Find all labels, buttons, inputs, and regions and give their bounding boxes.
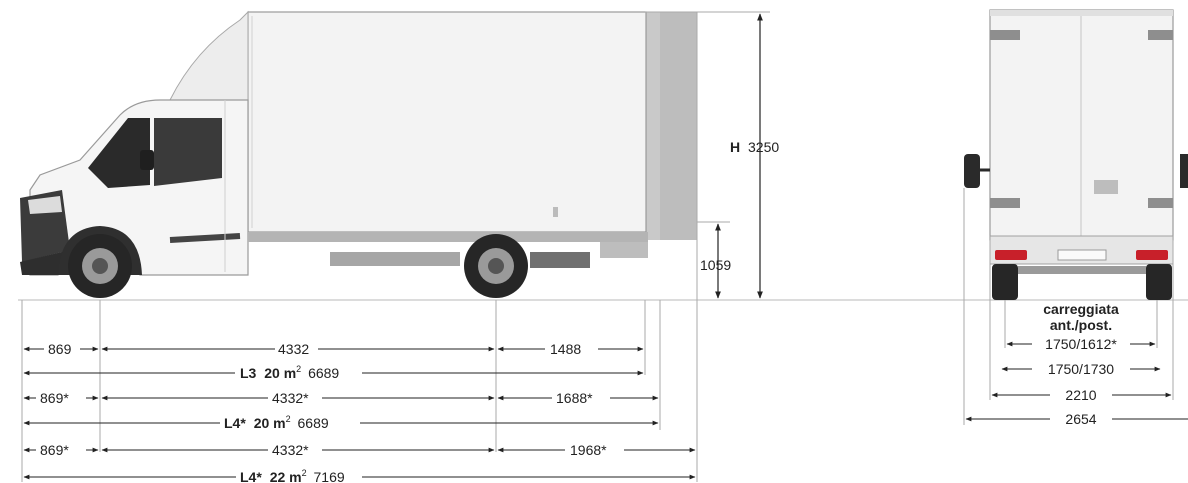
- hinge: [990, 30, 1020, 40]
- windshield: [88, 118, 150, 188]
- row3-front-overhang: 869*: [40, 442, 69, 458]
- box-latch: [553, 207, 558, 217]
- row1-total-prefix: L3: [240, 365, 257, 381]
- row2-rear-overhang: 1688*: [556, 390, 593, 406]
- track-label-line2: ant./post.: [1050, 317, 1112, 333]
- track-2: 1750/1730: [1048, 361, 1114, 377]
- rear-reference-lines: [963, 188, 1174, 425]
- fuel-tank: [330, 252, 460, 266]
- row3-total-prefix: L4*: [240, 469, 262, 483]
- rear-left-tyre: [992, 264, 1018, 300]
- dimension-row-3: 869* 4332* 1968* L4* 22 m2 7169: [23, 442, 696, 483]
- track-1: 1750/1612*: [1045, 336, 1117, 352]
- row3-wheelbase: 4332*: [272, 442, 309, 458]
- hinge: [1148, 30, 1173, 40]
- svg-text:H 3250: H 3250: [730, 139, 779, 155]
- side-mirror: [140, 150, 154, 170]
- row2-total-prefix: L4*: [224, 415, 246, 431]
- row1-front-overhang: 869: [48, 341, 72, 357]
- dimension-row-1: 869 4332 1488 L3 20 m2 6689: [23, 341, 644, 381]
- mirror-width: 2654: [1065, 411, 1096, 427]
- chassis-frame: [248, 232, 648, 242]
- row3-rear-overhang: 1968*: [570, 442, 607, 458]
- front-wheel: [68, 234, 132, 298]
- row2-superscript: 2: [286, 414, 291, 424]
- row2-front-overhang: 869*: [40, 390, 69, 406]
- row2-total-volume: 20 m: [254, 415, 286, 431]
- body-width: 2210: [1065, 387, 1096, 403]
- row2-total-length: 6689: [298, 415, 329, 431]
- dimension-row-2: 869* 4332* 1688* L4* 20 m2 6689: [23, 390, 659, 431]
- hinge: [990, 198, 1020, 208]
- chassis-height-dimension: 1059: [700, 223, 731, 299]
- row1-wheelbase: 4332: [278, 341, 309, 357]
- svg-text:L4* 22 m2 7169: L4* 22 m2 7169: [240, 463, 345, 483]
- roof-fairing: [169, 10, 249, 101]
- svg-text:L3 20 m2 6689: L3 20 m2 6689: [240, 359, 339, 381]
- row1-total-volume: 20 m: [264, 365, 296, 381]
- side-view-truck: [20, 10, 697, 298]
- row1-superscript: 2: [296, 364, 301, 374]
- right-taillight: [1136, 250, 1168, 260]
- row3-total-length: 7169: [314, 469, 345, 483]
- rear-view-truck: [964, 9, 1188, 300]
- chassis-height-value: 1059: [700, 257, 731, 273]
- left-mirror: [964, 154, 980, 188]
- rear-dimensions: carreggiata ant./post. 1750/1612* 1750/1…: [965, 301, 1188, 427]
- height-prefix: H: [730, 139, 740, 155]
- right-mirror: [1180, 154, 1188, 188]
- reference-lines: [21, 11, 770, 482]
- row3-total-volume: 22 m: [270, 469, 302, 483]
- svg-text:L4* 20 m2 6689: L4* 20 m2 6689: [224, 409, 329, 431]
- height-dimension: H 3250: [730, 13, 779, 299]
- hinge: [1148, 198, 1173, 208]
- rear-right-tyre: [1146, 264, 1172, 300]
- rear-wheel: [464, 234, 528, 298]
- license-plate: [1057, 249, 1107, 261]
- track-label-line1: carreggiata: [1043, 301, 1119, 317]
- side-window: [154, 118, 222, 186]
- height-value: 3250: [748, 139, 779, 155]
- door-handle: [1094, 180, 1118, 194]
- left-taillight: [995, 250, 1027, 260]
- row2-wheelbase: 4332*: [272, 390, 309, 406]
- row1-rear-overhang: 1488: [550, 341, 581, 357]
- row3-superscript: 2: [302, 468, 307, 478]
- cargo-box: [247, 11, 647, 233]
- rear-tank: [530, 252, 590, 268]
- row1-total-length: 6689: [308, 365, 339, 381]
